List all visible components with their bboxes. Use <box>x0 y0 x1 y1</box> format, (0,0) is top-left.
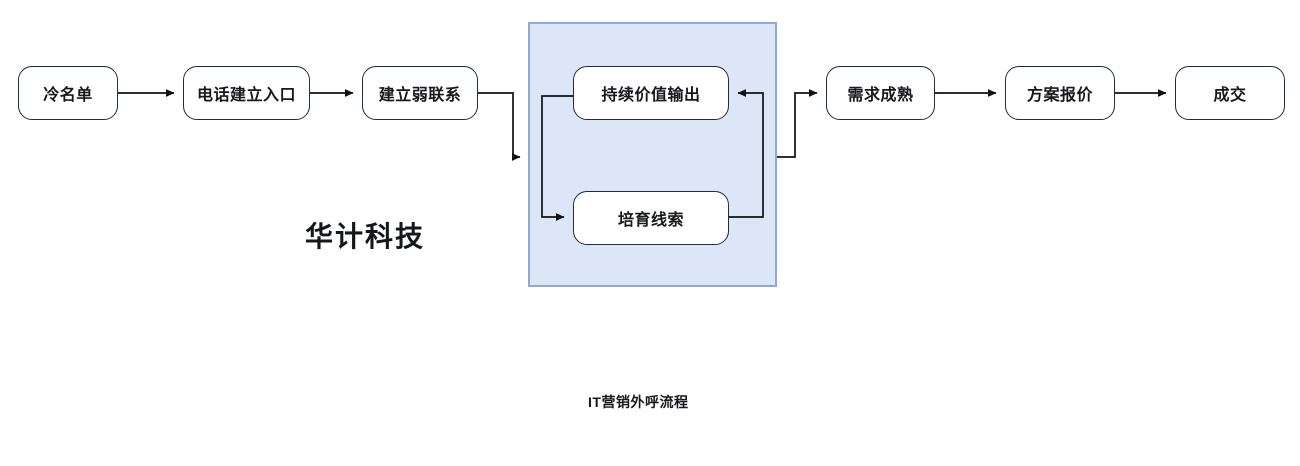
node-label: 培育线索 <box>617 212 684 229</box>
diagram-caption: IT营销外呼流程 <box>588 394 689 410</box>
node-label: 方案报价 <box>1026 87 1093 104</box>
node-proposal-quote[interactable]: 方案报价 <box>1005 66 1115 120</box>
node-label: 建立弱联系 <box>378 87 462 104</box>
edge-value-output-to-nurture-lead <box>541 95 573 221</box>
node-nurture-lead[interactable]: 培育线索 <box>573 191 729 245</box>
node-phone-entry[interactable]: 电话建立入口 <box>183 66 310 120</box>
edge-nurture-lead-to-value-output <box>729 89 764 218</box>
node-deal-closed[interactable]: 成交 <box>1175 66 1285 120</box>
node-value-output[interactable]: 持续价值输出 <box>573 66 729 120</box>
node-weak-tie[interactable]: 建立弱联系 <box>362 66 478 120</box>
company-watermark: 华计科技 <box>305 221 426 252</box>
node-label: 需求成熟 <box>847 87 914 104</box>
edge-loop-group-to-demand-mature <box>777 89 818 158</box>
node-label: 持续价值输出 <box>601 87 701 104</box>
node-label: 成交 <box>1213 87 1247 104</box>
node-label: 电话建立入口 <box>196 87 296 104</box>
node-cold-list[interactable]: 冷名单 <box>18 66 118 120</box>
node-demand-mature[interactable]: 需求成熟 <box>826 66 935 120</box>
edge-weak-tie-to-loop-group <box>478 92 521 161</box>
node-label: 冷名单 <box>43 87 93 104</box>
